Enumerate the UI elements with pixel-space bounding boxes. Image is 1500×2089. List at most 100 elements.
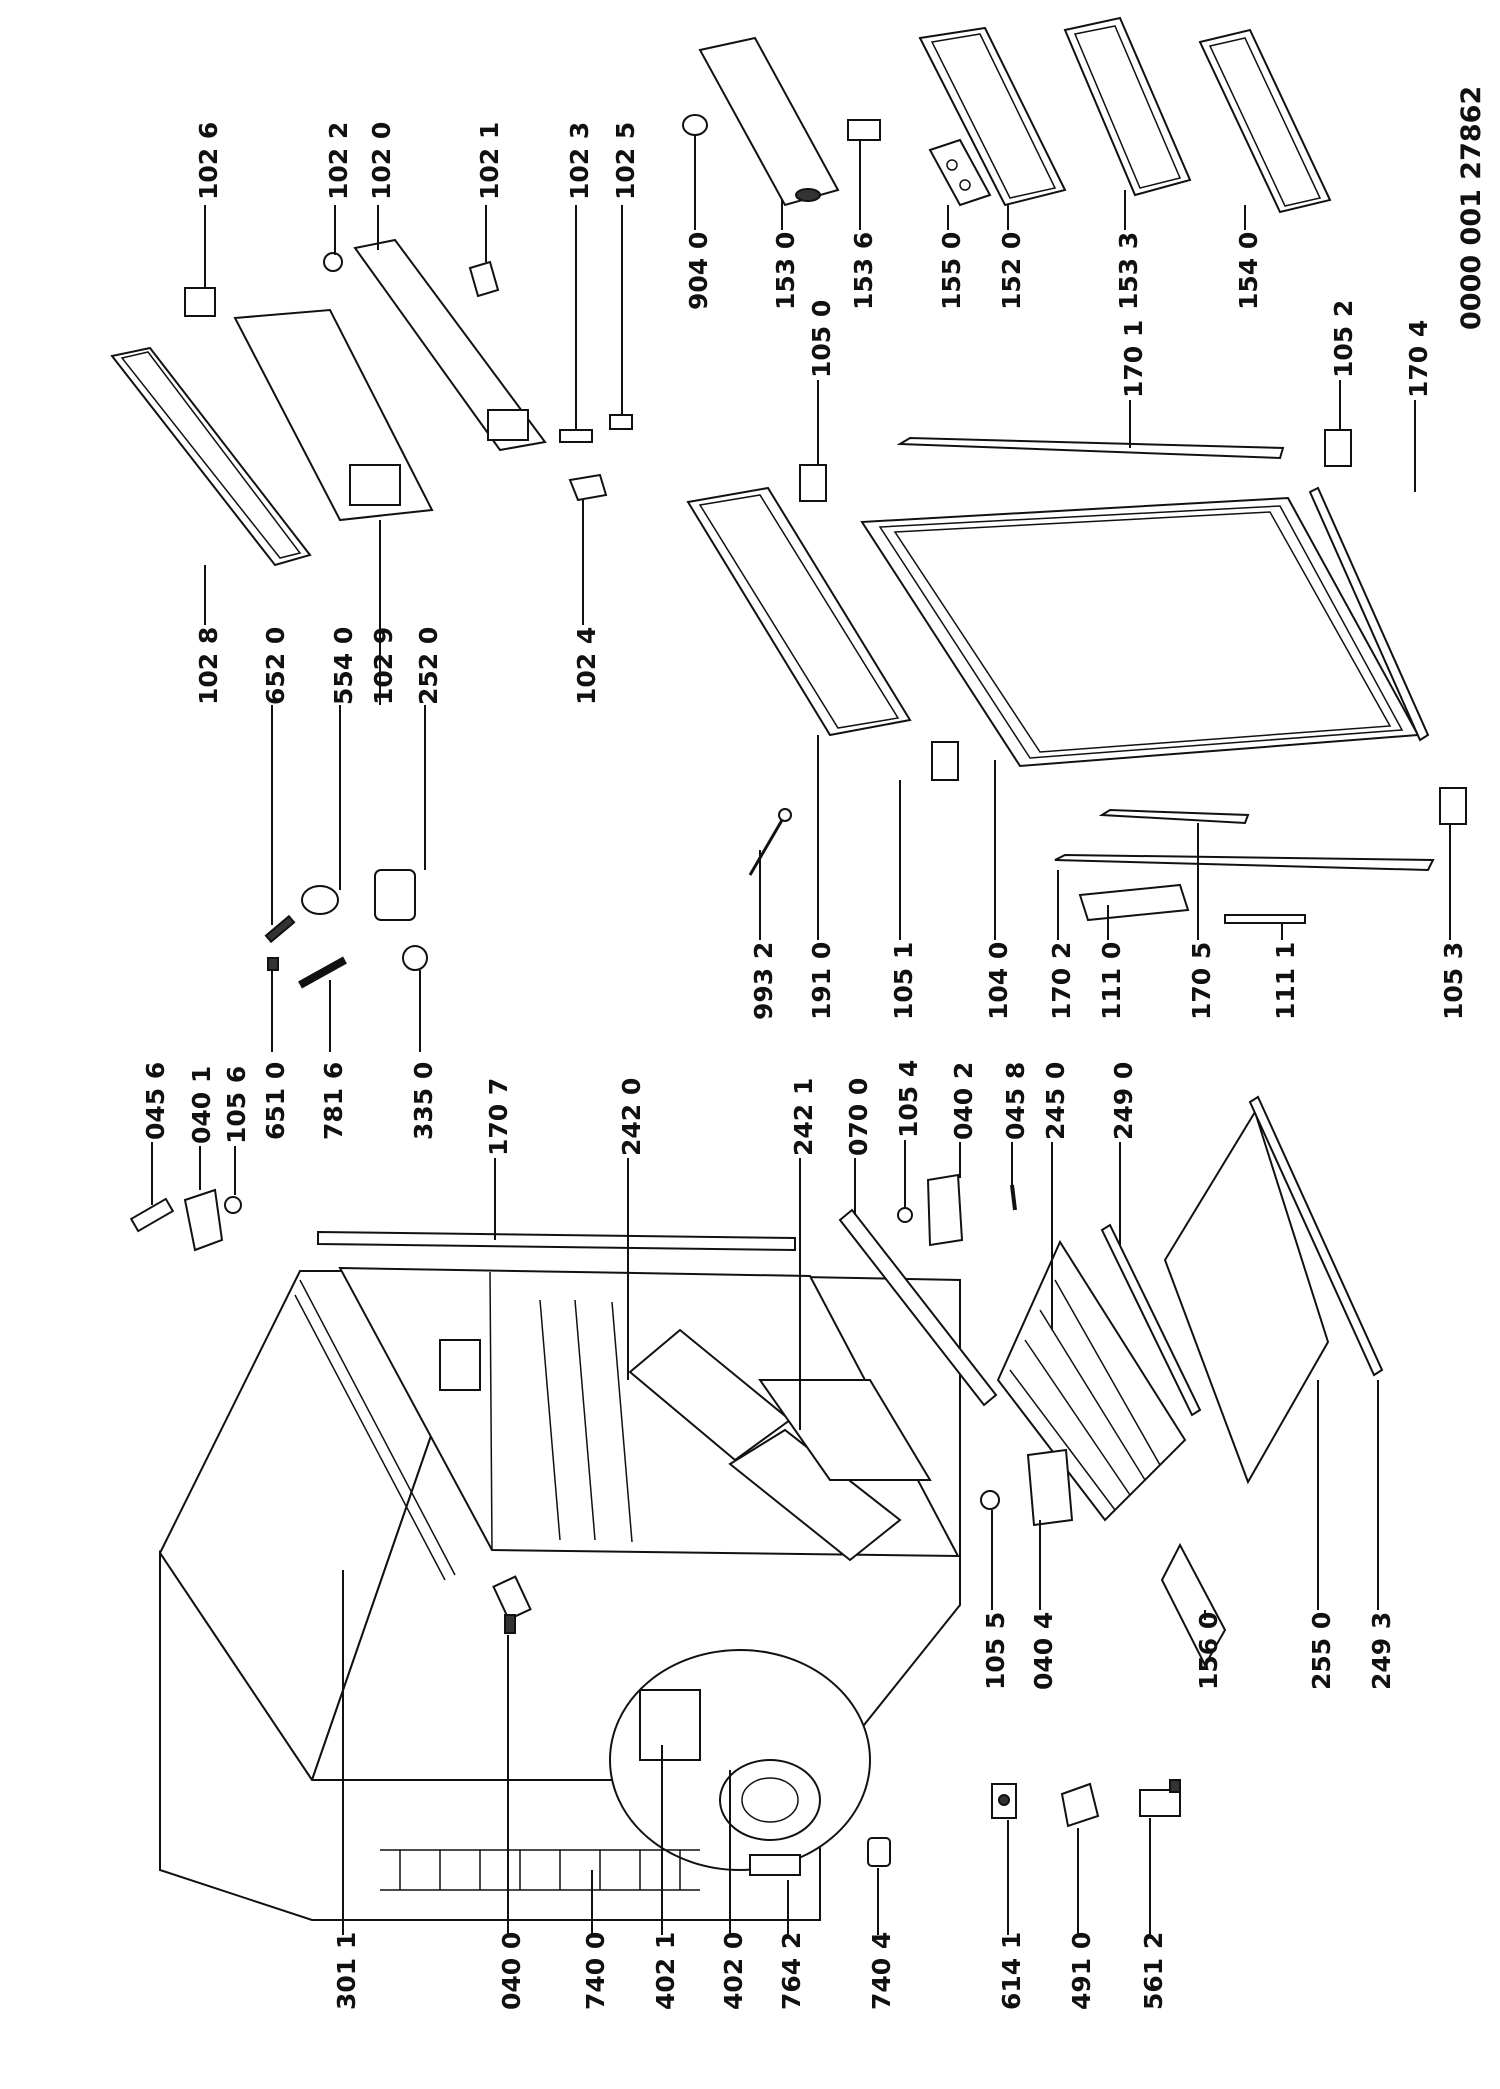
freezer-gasket-102-8 <box>110 346 312 567</box>
freezer-liner-102-9 <box>233 308 434 522</box>
bracket-105-0 <box>799 464 827 502</box>
knob-335-0 <box>402 945 428 971</box>
plate-102-5 <box>609 414 633 430</box>
thermostat-parts <box>264 869 416 944</box>
label-102-4: 102 4 <box>572 627 601 705</box>
cap-904-0 <box>682 114 708 136</box>
wire-shelf-245-0 <box>996 1239 1187 1522</box>
label-154-0: 154 0 <box>1234 232 1263 310</box>
label-105-6: 105 6 <box>222 1066 251 1144</box>
bracket-561-2 <box>1139 1779 1181 1817</box>
cover-491-0 <box>1060 1782 1100 1828</box>
label-335-0: 335 0 <box>409 1062 438 1140</box>
bush-105-6 <box>224 1196 242 1214</box>
label-402-0: 402 0 <box>719 1932 748 2010</box>
label-245-0: 245 0 <box>1041 1062 1070 1140</box>
label-561-2: 561 2 <box>1139 1932 1168 2010</box>
label-111-0: 111 0 <box>1097 942 1126 1020</box>
label-105-2: 105 2 <box>1329 300 1358 378</box>
rail-170-2 <box>1054 853 1435 872</box>
screw-651-0 <box>267 957 279 971</box>
label-105-5: 105 5 <box>981 1612 1010 1690</box>
door-frame-191-0 <box>686 486 912 737</box>
label-102-2: 102 2 <box>324 122 353 200</box>
bolt-781-6 <box>298 956 347 989</box>
shelf-trim-249-3 <box>1248 1095 1384 1377</box>
condenser-grid <box>380 1849 700 1891</box>
bin-154-0 <box>1198 28 1332 214</box>
label-740-4: 740 4 <box>867 1932 896 2010</box>
bin-153-3 <box>1063 16 1192 197</box>
egg-holder-155-0 <box>928 138 992 207</box>
stop-153-6 <box>847 119 881 141</box>
label-102-3: 102 3 <box>565 122 594 200</box>
label-153-0: 153 0 <box>771 232 800 310</box>
label-191-0: 191 0 <box>807 942 836 1020</box>
freezer-door-102-0 <box>353 238 547 452</box>
label-255-0: 255 0 <box>1307 1612 1336 1690</box>
label-153-3: 153 3 <box>1114 232 1143 310</box>
label-111-1: 111 1 <box>1271 942 1300 1020</box>
label-242-1: 242 1 <box>789 1078 818 1156</box>
label-040-4: 040 4 <box>1029 1612 1058 1690</box>
label-170-2: 170 2 <box>1047 942 1076 1020</box>
hinge-pin-045-6 <box>129 1197 175 1233</box>
label-651-0: 651 0 <box>261 1062 290 1140</box>
label-102-8: 102 8 <box>194 627 223 705</box>
label-740-0: 740 0 <box>581 1932 610 2010</box>
label-105-3: 105 3 <box>1439 942 1468 1020</box>
flap-102-4 <box>568 473 608 502</box>
document-number: 0000 001 27862 <box>1456 86 1487 330</box>
hinge-105-3 <box>1439 787 1467 825</box>
label-102-6: 102 6 <box>194 122 223 200</box>
label-249-0: 249 0 <box>1109 1062 1138 1140</box>
pin-045-8 <box>1010 1184 1017 1211</box>
label-170-5: 170 5 <box>1187 942 1216 1020</box>
label-153-6: 153 6 <box>849 232 878 310</box>
rail-070-0 <box>838 1208 998 1407</box>
label-301-1: 301 1 <box>332 1932 361 2010</box>
door-104-0 <box>860 496 1420 768</box>
label-242-0: 242 0 <box>617 1078 646 1156</box>
label-152-0: 152 0 <box>997 232 1026 310</box>
bush-102-2 <box>323 252 343 272</box>
rail-170-7 <box>317 1230 796 1252</box>
part-labels: 301 1 040 0 740 0 402 1 402 0 764 2 740 … <box>141 86 1487 2010</box>
hinge-105-2 <box>1324 429 1352 467</box>
filter-drier-764-2 <box>749 1854 801 1876</box>
strip-170-4 <box>1308 486 1430 742</box>
label-781-6: 781 6 <box>319 1062 348 1140</box>
label-170-1: 170 1 <box>1119 320 1148 398</box>
clip-102-6 <box>184 287 216 317</box>
label-102-1: 102 1 <box>475 122 504 200</box>
plate-111-0 <box>1078 883 1190 922</box>
hinge-040-4 <box>1026 1448 1074 1527</box>
bin-153-0 <box>698 36 840 207</box>
label-102-0: 102 0 <box>367 122 396 200</box>
label-105-0: 105 0 <box>807 300 836 378</box>
label-105-1: 105 1 <box>889 942 918 1020</box>
label-252-0: 252 0 <box>414 627 443 705</box>
label-040-0: 040 0 <box>497 1932 526 2010</box>
label-904-0: 904 0 <box>684 232 713 310</box>
label-614-1: 614 1 <box>997 1932 1026 2010</box>
wire-993-2 <box>748 808 792 876</box>
label-764-2: 764 2 <box>777 1932 806 2010</box>
cabinet-body <box>158 1266 961 1921</box>
label-040-2: 040 2 <box>949 1062 978 1140</box>
label-170-4: 170 4 <box>1404 320 1433 398</box>
rail-170-1 <box>896 436 1285 460</box>
label-070-0: 070 0 <box>844 1078 873 1156</box>
label-155-0: 155 0 <box>937 232 966 310</box>
label-170-7: 170 7 <box>484 1078 513 1156</box>
hinge-040-2 <box>926 1173 964 1247</box>
relay-614-1 <box>991 1783 1017 1819</box>
hinge-105-1 <box>931 741 959 781</box>
label-102-9: 102 9 <box>369 627 398 705</box>
label-993-2: 993 2 <box>749 942 778 1020</box>
label-045-6: 045 6 <box>141 1062 170 1140</box>
label-156-0: 156 0 <box>1194 1612 1223 1690</box>
glass-shelf-255-0 <box>1163 1109 1330 1485</box>
label-402-1: 402 1 <box>651 1932 680 2010</box>
bush-105-5 <box>980 1490 1000 1510</box>
